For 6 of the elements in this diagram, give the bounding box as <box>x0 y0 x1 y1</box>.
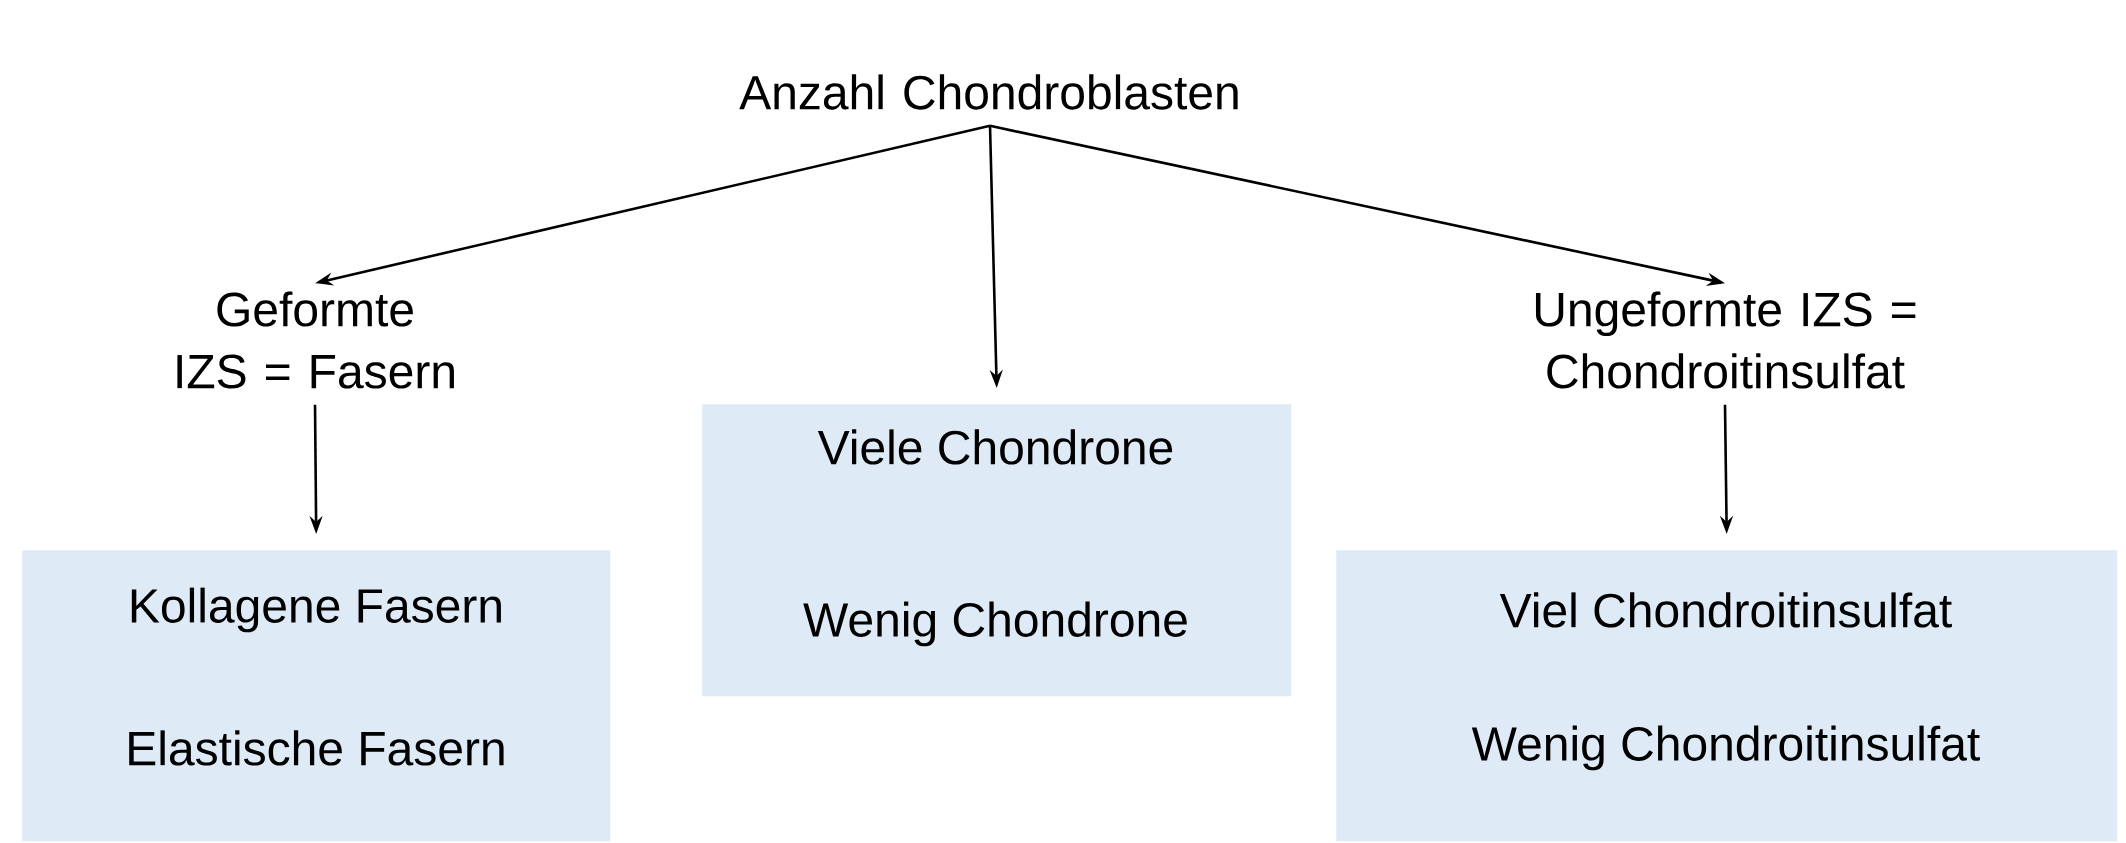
label-text: Anzahl Chondroblasten <box>739 74 1238 110</box>
text-box: Viel Chondroitinsulfat Wenig Chondroitinsulfat <box>1336 550 2118 842</box>
label-text: Geformte IZS = Fasern <box>177 291 454 389</box>
text-box: Kollagene Fasern Elastische Fasern <box>22 550 611 842</box>
label-text: Ungeformte IZS = Chondroitinsulfat <box>1535 291 1916 389</box>
text-box: Viele Chondrone Wenig Chondrone <box>702 404 1292 697</box>
